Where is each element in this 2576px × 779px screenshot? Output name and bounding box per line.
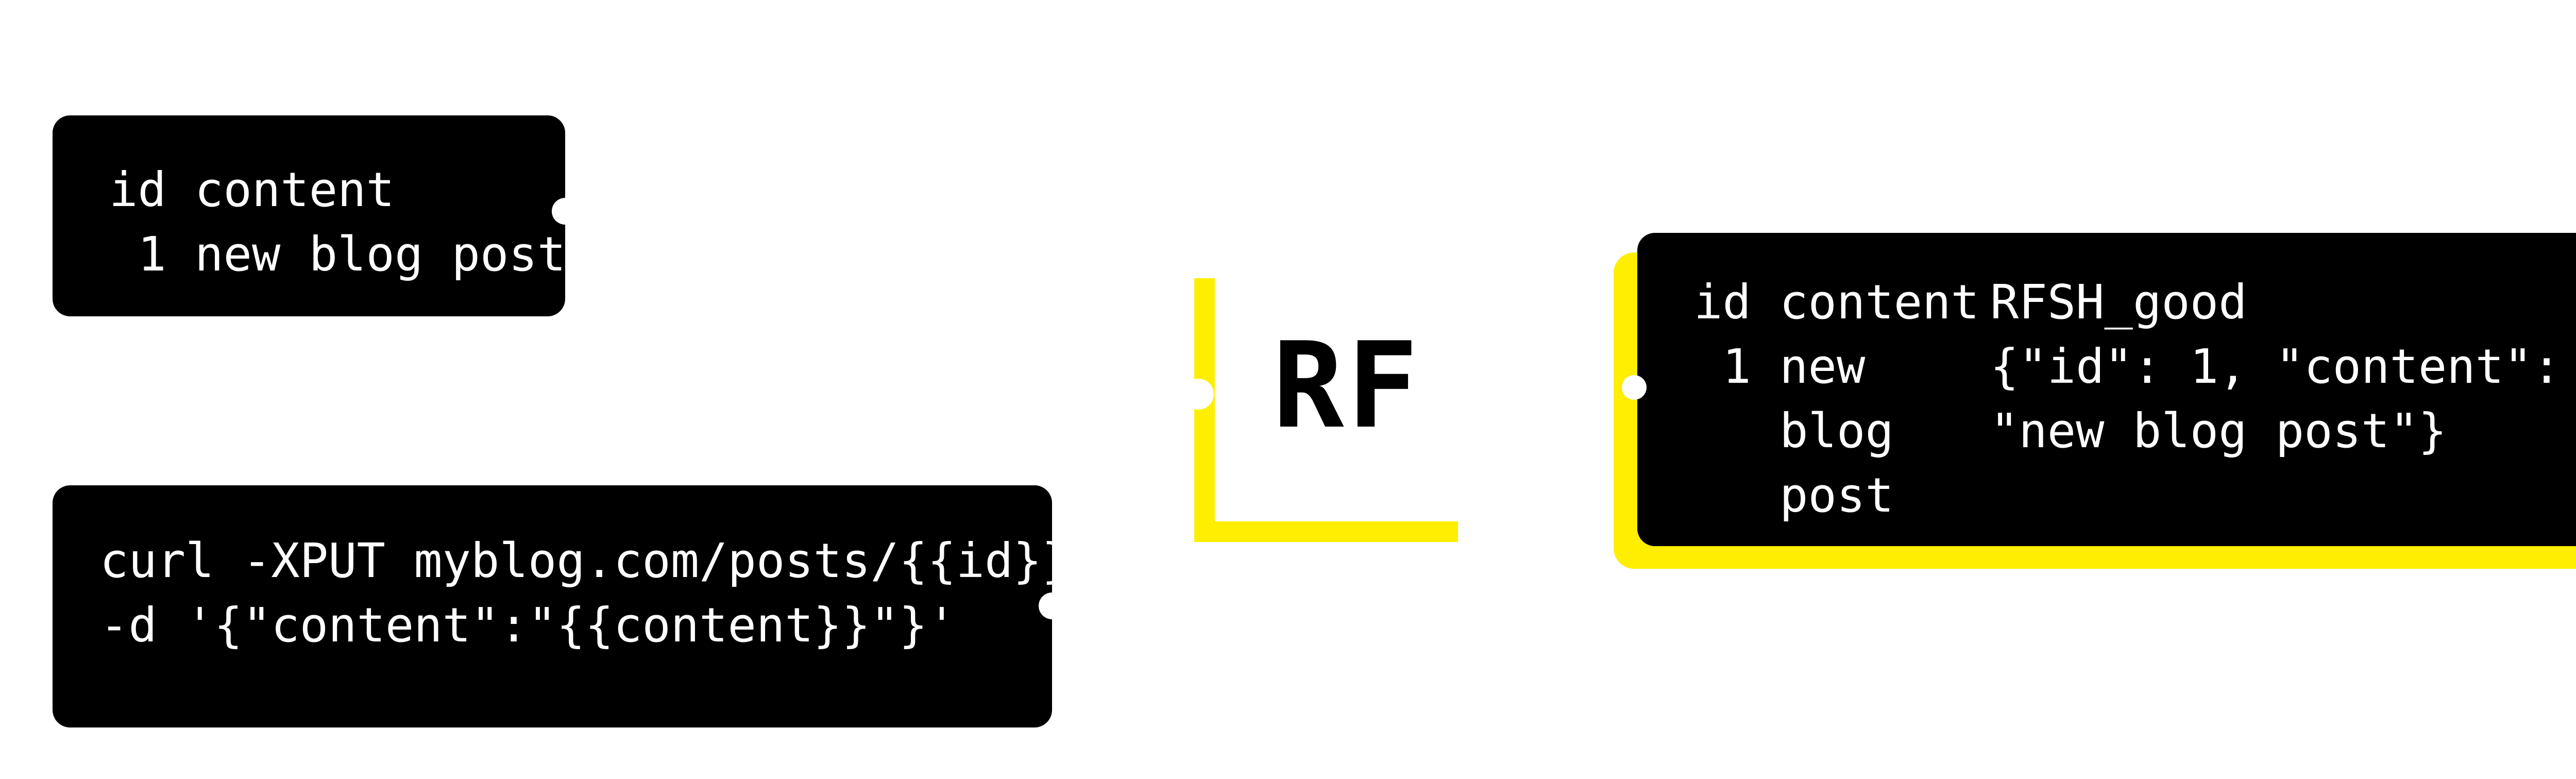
table-box: id content 1 new blog post <box>53 115 579 316</box>
rf-label: RF <box>1273 317 1421 455</box>
result-json-line: RFSH_good <box>1990 275 2247 330</box>
output-connector <box>552 198 579 225</box>
table-header-line: id content <box>109 162 395 217</box>
curl-line-1: curl -XPUT myblog.com/posts/{{id}} <box>100 533 1071 588</box>
result-table-line: 1 new <box>1694 339 1866 394</box>
result-table-line: blog <box>1694 403 1894 459</box>
rf-bracket-vertical <box>1194 278 1215 541</box>
result-input-connector <box>1622 375 1647 400</box>
result-table-column: id content 1 new blog post <box>1694 270 1990 528</box>
curl-command-box: curl -XPUT myblog.com/posts/{{id}} -d '{… <box>53 485 1071 727</box>
result-box: id content 1 new blog post RFSH_good {"i… <box>1622 233 2576 546</box>
output-connector <box>1039 592 1065 619</box>
result-table-line: id content <box>1694 275 1979 330</box>
result-json-line: {"id": 1, "content": <box>1990 339 2561 394</box>
table-row-line: 1 new blog post <box>109 227 566 282</box>
result-grid: id content 1 new blog post RFSH_good {"i… <box>1694 270 2576 528</box>
curl-line-2: -d '{"content":"{{content}}"}' <box>100 598 956 653</box>
rf-bracket-horizontal <box>1194 521 1458 542</box>
result-table-line: post <box>1694 468 1894 523</box>
result-json-column: RFSH_good {"id": 1, "content": "new blog… <box>1990 270 2576 528</box>
result-json-line: "new blog post"} <box>1990 403 2447 459</box>
rf-input-connector <box>1183 379 1214 410</box>
